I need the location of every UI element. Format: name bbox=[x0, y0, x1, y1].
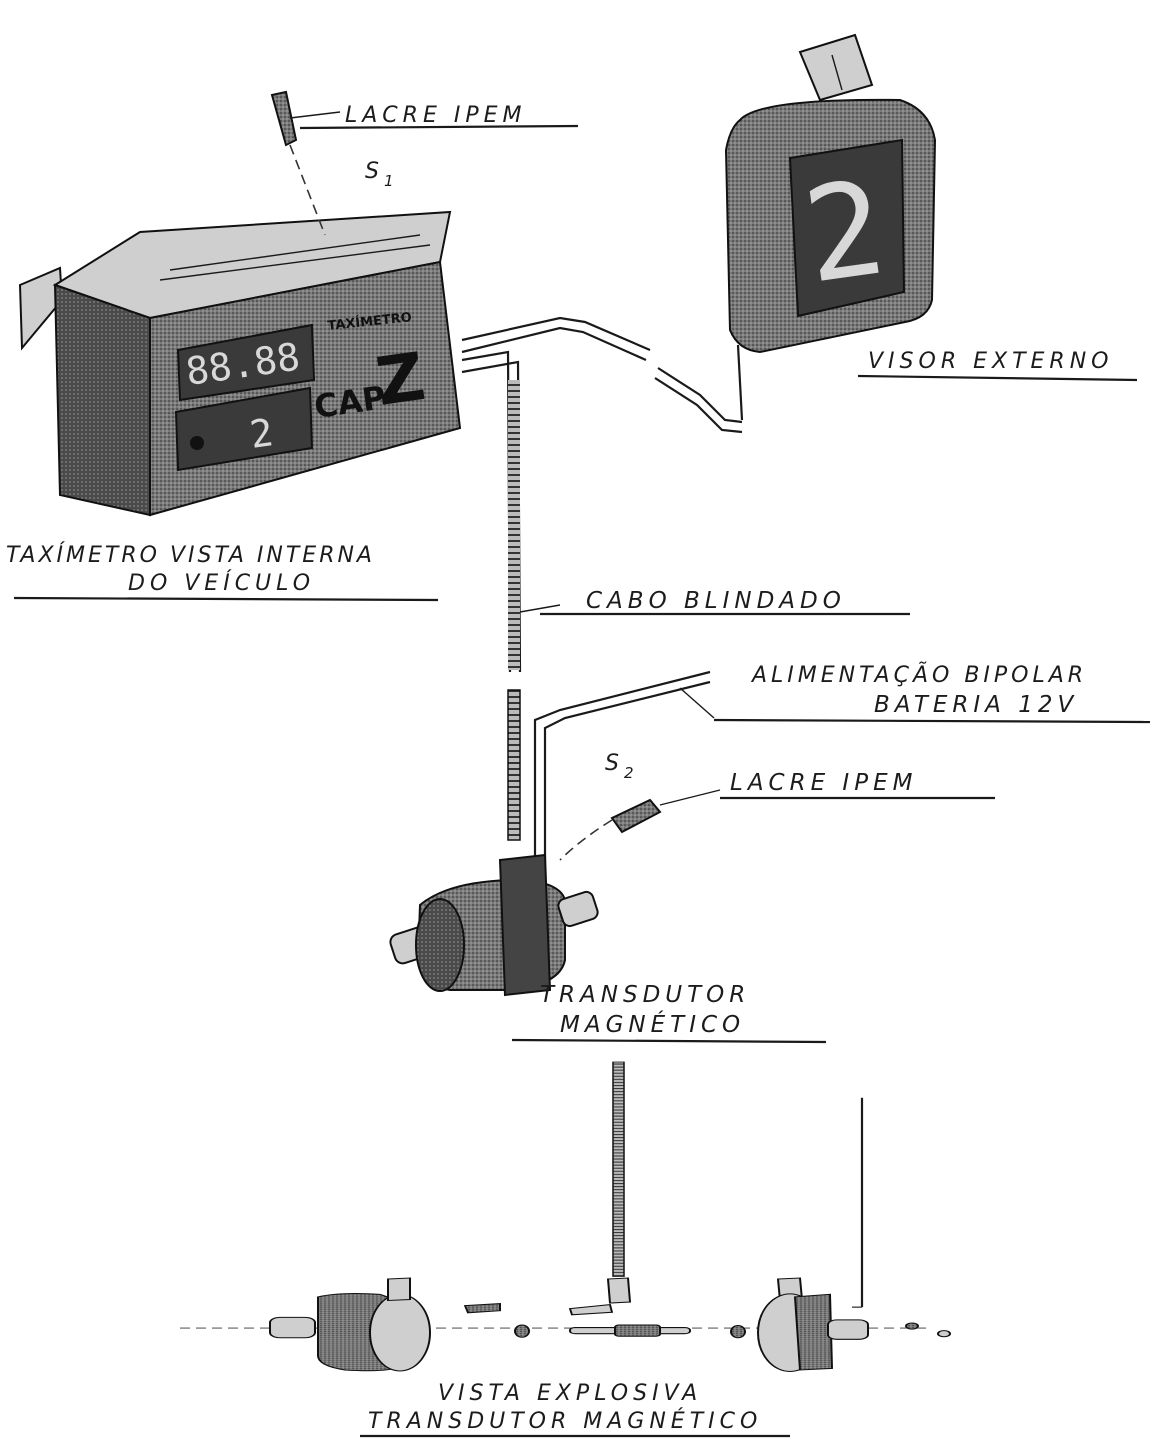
exploded-nut bbox=[937, 1330, 951, 1338]
power-cable bbox=[533, 670, 715, 862]
label-transdutor-line2: MAGNÉTICO bbox=[560, 1010, 745, 1038]
label-cabo-leader bbox=[519, 604, 561, 613]
label-lacre-bottom: LACRE IPEM bbox=[730, 770, 917, 796]
taximeter-unit: 88.88 2 TAXÍMETRO CAP Z bbox=[18, 210, 462, 517]
label-cabo-blindado: CABO BLINDADO bbox=[586, 588, 846, 614]
label-lacre-top-underline bbox=[299, 124, 579, 130]
label-alimentacao-line1: ALIMENTAÇÃO BIPOLAR bbox=[750, 661, 1087, 688]
exploded-washer-right bbox=[730, 1325, 746, 1339]
taximeter-side-face bbox=[53, 283, 151, 517]
label-taximetro-line1: TAXÍMETRO VISTA INTERNA bbox=[6, 542, 375, 568]
seal-s2-leader bbox=[659, 789, 721, 806]
label-s1-subscript: 1 bbox=[384, 172, 399, 190]
exploded-magnet bbox=[614, 1324, 661, 1337]
label-transdutor-line1: TRANSDUTOR bbox=[540, 982, 750, 1008]
exploded-connector bbox=[568, 1303, 614, 1316]
external-visor: 2 bbox=[724, 33, 937, 421]
label-taximetro-line2: DO VEÍCULO bbox=[128, 570, 315, 596]
exploded-cable bbox=[612, 1061, 625, 1277]
magnetic-transducer bbox=[389, 853, 599, 997]
label-explosiva-line1: VISTA EXPLOSIVA bbox=[438, 1381, 702, 1406]
seal-s1-wire bbox=[289, 144, 326, 236]
exploded-bracket bbox=[463, 1302, 501, 1314]
shielded-cable bbox=[461, 350, 522, 841]
seal-s2-wire bbox=[559, 819, 613, 861]
label-s2: S2 bbox=[605, 751, 639, 782]
brand-z: Z bbox=[372, 338, 430, 421]
exploded-view bbox=[180, 1061, 951, 1373]
label-alimentacao-underline bbox=[713, 718, 1151, 724]
label-alimentacao-line2: BATERIA 12V bbox=[874, 692, 1078, 718]
seal-s1-tag bbox=[270, 90, 298, 147]
seal-s1-leader bbox=[289, 111, 341, 119]
exploded-housing-right bbox=[793, 1293, 834, 1371]
label-taximetro-underline bbox=[13, 596, 439, 602]
visor-screen bbox=[788, 138, 906, 318]
transducer-face bbox=[415, 898, 465, 992]
exploded-screw bbox=[905, 1322, 919, 1330]
label-visor-externo: VISOR EXTERNO bbox=[868, 349, 1113, 374]
fare-display bbox=[176, 323, 316, 402]
indicator-lamp bbox=[190, 436, 204, 450]
label-explosiva-line2: TRANSDUTOR MAGNÉTICO bbox=[368, 1408, 762, 1434]
label-lacre-top: LACRE IPEM bbox=[345, 103, 526, 128]
exploded-face-left bbox=[369, 1293, 431, 1372]
transducer-clamp bbox=[498, 853, 552, 997]
exploded-clip-left bbox=[387, 1277, 411, 1302]
label-s1-letter: S bbox=[365, 159, 384, 184]
label-s2-letter: S bbox=[605, 751, 624, 776]
transducer-thread-right bbox=[557, 890, 599, 928]
exploded-thread-right bbox=[827, 1319, 869, 1340]
seal-s1 bbox=[270, 90, 341, 236]
seal-s2-tag bbox=[610, 798, 662, 834]
seal-s2 bbox=[559, 789, 721, 861]
label-transdutor-underline bbox=[511, 1038, 827, 1044]
exploded-cable-end bbox=[606, 1277, 632, 1304]
tariff-display bbox=[174, 386, 314, 472]
label-s2-subscript: 2 bbox=[624, 764, 639, 782]
visor-cable bbox=[461, 316, 743, 434]
label-visor-underline bbox=[857, 374, 1138, 382]
exploded-washer-left bbox=[514, 1324, 530, 1338]
label-s1: S1 bbox=[365, 159, 399, 190]
exploded-thread-left bbox=[269, 1316, 316, 1339]
